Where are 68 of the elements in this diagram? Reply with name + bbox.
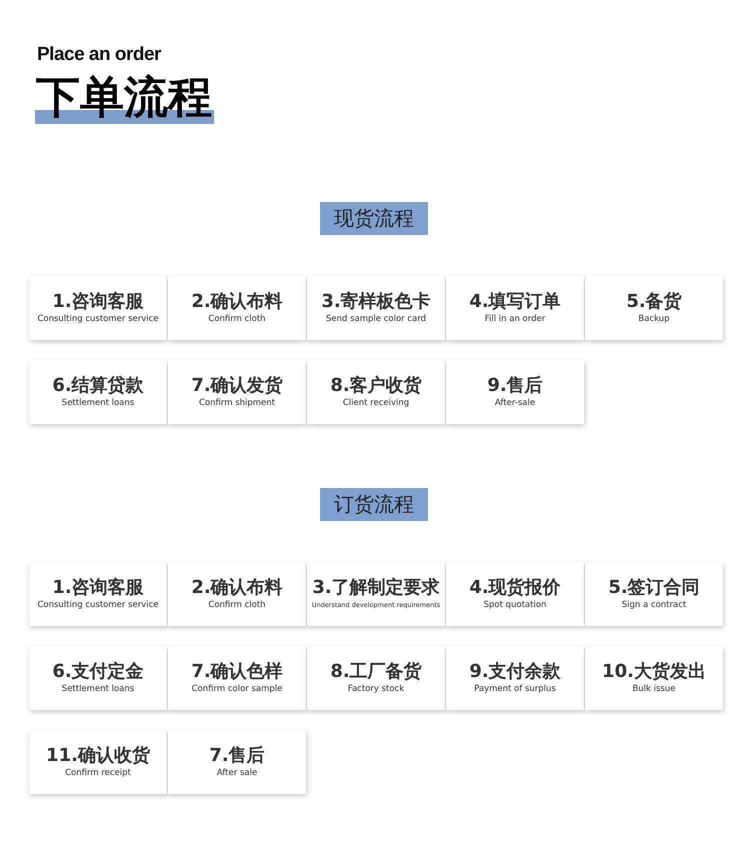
step-title: 8.工厂备货	[330, 661, 422, 683]
subtitle: Place an order	[37, 44, 161, 66]
step-subtitle: Spot quotation	[484, 599, 546, 611]
step-card	[29, 360, 167, 424]
section-header	[320, 488, 428, 521]
step-subtitle: Fill in an order	[484, 313, 546, 325]
step-card	[585, 276, 723, 340]
step-subtitle: Consulting customer service	[37, 313, 159, 325]
step-subtitle: After-sale	[494, 397, 536, 409]
step-card	[168, 646, 306, 710]
step-subtitle: Confirm cloth	[208, 313, 266, 325]
step-title: 1.咨询客服	[52, 291, 144, 313]
step-subtitle: Send sample color card	[326, 313, 426, 325]
step-card	[29, 276, 167, 340]
title: 下单流程	[35, 72, 214, 124]
step-title: 11.确认收货	[46, 745, 150, 767]
section-header	[320, 202, 428, 235]
step-title: 7.售后	[209, 745, 265, 767]
section-title: 现货流程	[334, 205, 414, 232]
step-card	[29, 562, 167, 626]
step-card	[585, 646, 723, 710]
step-card	[307, 646, 445, 710]
step-card	[307, 276, 445, 340]
step-card	[168, 360, 306, 424]
step-title: 8.客户收货	[330, 375, 422, 397]
step-title: 2.确认布料	[191, 577, 283, 599]
step-card	[168, 276, 306, 340]
step-title: 9.支付余款	[469, 661, 561, 683]
step-title: 7.确认发货	[191, 375, 283, 397]
step-card	[307, 360, 445, 424]
step-subtitle: Factory stock	[348, 683, 404, 695]
step-subtitle: Confirm color sample	[192, 683, 282, 695]
step-card	[446, 562, 584, 626]
step-card	[446, 646, 584, 710]
step-card	[29, 730, 167, 794]
step-title: 5.备货	[626, 291, 682, 313]
step-title: 2.确认布料	[191, 291, 283, 313]
step-title: 10.大货发出	[602, 661, 706, 683]
step-subtitle: Consulting customer service	[37, 599, 159, 611]
step-card	[446, 360, 584, 424]
step-title: 7.确认色样	[191, 661, 283, 683]
step-subtitle: Bulk issue	[632, 683, 676, 695]
step-subtitle: Confirm shipment	[198, 397, 275, 409]
step-subtitle: Backup	[638, 313, 670, 325]
step-title: 6.支付定金	[52, 661, 144, 683]
step-subtitle: After sale	[216, 767, 258, 779]
step-title: 4.填写订单	[469, 291, 561, 313]
step-title: 9.售后	[487, 375, 543, 397]
step-card	[29, 646, 167, 710]
step-subtitle: Settlement loans	[62, 397, 134, 409]
step-subtitle: Confirm receipt	[65, 767, 131, 779]
step-title: 3.了解制定要求	[312, 577, 440, 599]
step-card	[168, 730, 306, 794]
step-title: 6.结算贷款	[52, 375, 144, 397]
step-subtitle: Settlement loans	[62, 683, 134, 695]
step-title: 4.现货报价	[469, 577, 561, 599]
step-card	[168, 562, 306, 626]
step-subtitle: Confirm cloth	[208, 599, 266, 611]
step-title: 3.寄样板色卡	[321, 291, 431, 313]
section-title: 订货流程	[334, 491, 414, 518]
step-subtitle: Payment of surplus	[474, 683, 556, 695]
step-subtitle: Client receiving	[342, 397, 410, 409]
step-card	[585, 562, 723, 626]
step-title: 1.咨询客服	[52, 577, 144, 599]
step-subtitle: Sign a contract	[622, 599, 686, 611]
step-title: 5.签订合同	[608, 577, 700, 599]
step-card	[446, 276, 584, 340]
step-card	[307, 562, 445, 626]
